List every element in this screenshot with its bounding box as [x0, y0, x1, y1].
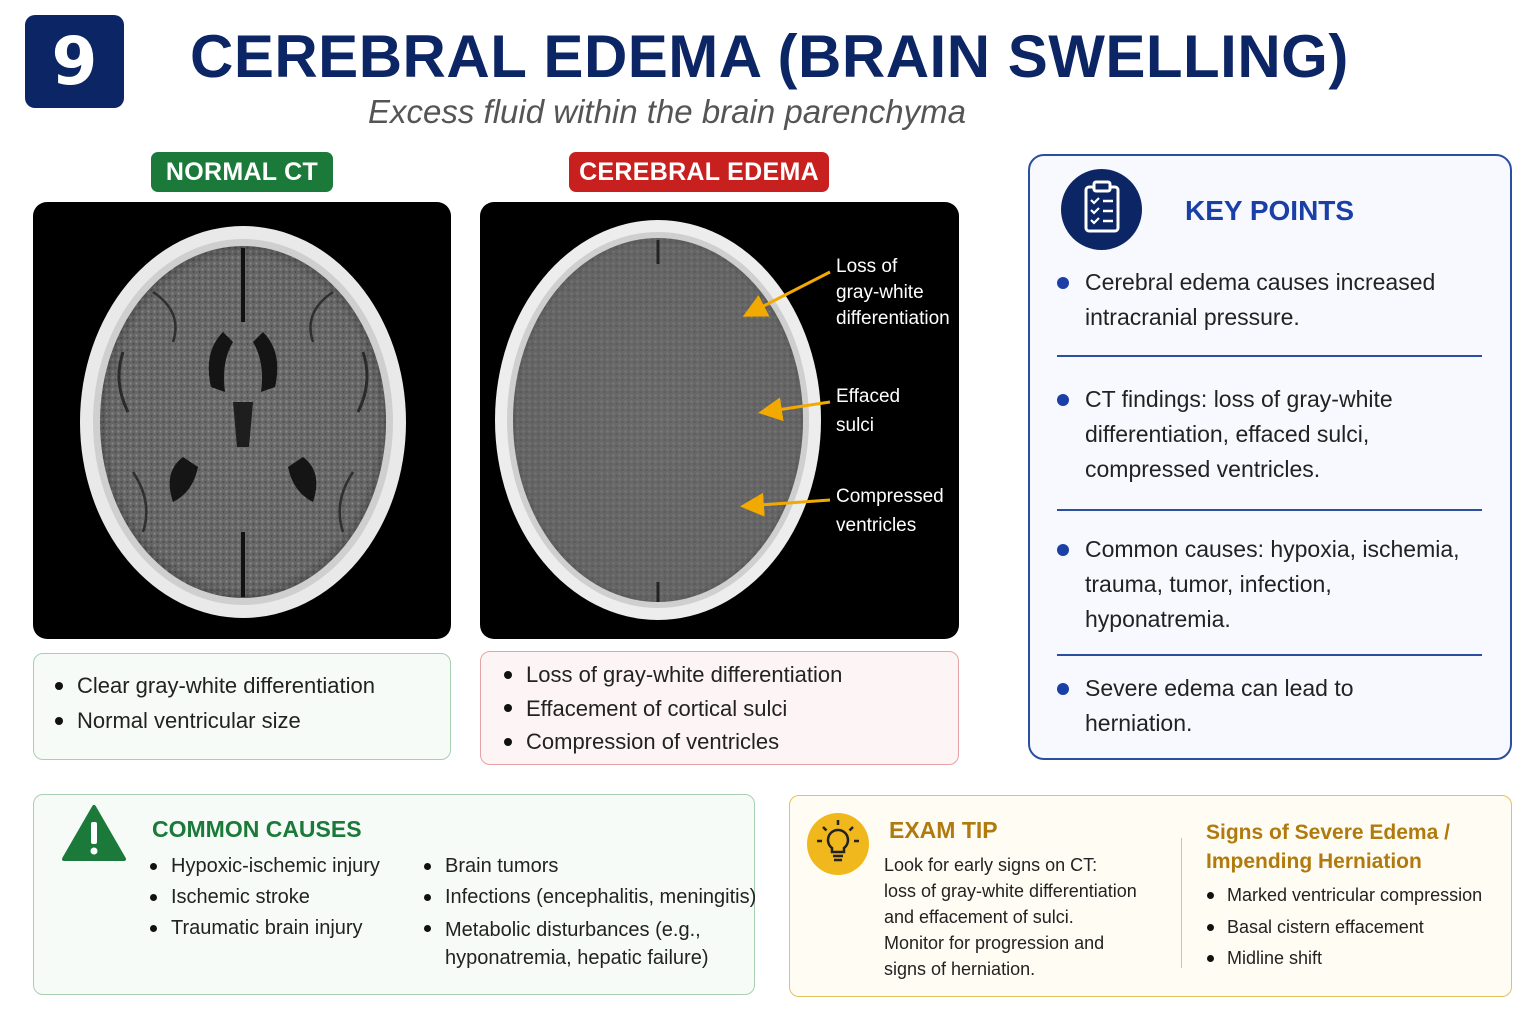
normal-findings-box: [33, 653, 451, 760]
list-item: Clear gray-white differentiation: [55, 668, 375, 703]
list-item: Hypoxic-ischemic injury: [150, 851, 380, 882]
key-points-panel: [1028, 154, 1512, 760]
cerebral-edema-label: CEREBRAL EDEMA: [569, 152, 829, 192]
annotation-effaced-sulci: Effaced sulci: [836, 386, 901, 436]
key-point-4: Severe edema can lead to herniation.: [1085, 675, 1354, 736]
edema-ct-scan-image: Loss of gray-white differentiation Effac…: [480, 202, 959, 639]
list-item: Loss of gray-white differentiation: [504, 658, 842, 692]
list-item: Brain tumors: [424, 851, 756, 882]
lightbulb-icon: [807, 813, 869, 875]
page-title: CEREBRAL EDEMA (BRAIN SWELLING): [190, 23, 1349, 90]
bullet-dot-icon: [1057, 277, 1069, 289]
list-item: Midline shift: [1207, 943, 1482, 975]
exam-tip-title: EXAM TIP: [889, 817, 998, 843]
list-item: Traumatic brain injury: [150, 913, 380, 944]
severe-edema-title: Signs of Severe Edema / Impending Hernia…: [1206, 821, 1450, 873]
list-item: Infections (encephalitis, meningitis): [424, 882, 756, 913]
normal-findings-list: Clear gray-white differentiation Normal …: [55, 668, 375, 738]
list-item: Compression of ventricles: [504, 725, 842, 759]
edema-findings-box: [480, 651, 959, 765]
causes-list-left: Hypoxic-ischemic injury Ischemic stroke …: [150, 851, 380, 944]
exam-tip-divider: [1181, 838, 1182, 968]
key-points-divider: [1057, 355, 1482, 357]
key-point-2: CT findings: loss of gray-white differen…: [1085, 386, 1393, 482]
bullet-dot-icon: [1057, 394, 1069, 406]
annotation-gray-white-loss: Loss of gray-white differentiation: [836, 256, 950, 329]
edema-brain-ct-illustration: [495, 220, 831, 620]
key-points-title: KEY POINTS: [1185, 195, 1355, 226]
exam-tip-text: Look for early signs on CT: loss of gray…: [884, 855, 1137, 979]
common-causes-title: COMMON CAUSES: [152, 816, 362, 842]
key-point-1: Cerebral edema causes increased intracra…: [1085, 269, 1436, 330]
exam-tip-panel: [789, 795, 1512, 997]
bullet-dot-icon: [1057, 544, 1069, 556]
list-item: Normal ventricular size: [55, 703, 375, 738]
severe-signs-list: Marked ventricular compression Basal cis…: [1207, 880, 1482, 975]
key-points-divider: [1057, 654, 1482, 656]
annotation-compressed-ventricles: Compressed ventricles: [836, 486, 944, 536]
warning-triangle-icon: [61, 804, 127, 867]
causes-list-right: Brain tumors Infections (encephalitis, m…: [424, 851, 756, 972]
clipboard-checklist-icon: [1061, 169, 1142, 250]
page-subtitle: Excess fluid within the brain parenchyma: [368, 93, 966, 130]
list-item: Ischemic stroke: [150, 882, 380, 913]
key-point-3: Common causes: hypoxia, ischemia, trauma…: [1085, 536, 1460, 632]
list-item: Basal cistern effacement: [1207, 912, 1482, 944]
normal-ct-label: NORMAL CT: [151, 152, 333, 192]
key-points-divider: [1057, 509, 1482, 511]
list-item: Effacement of cortical sulci: [504, 692, 842, 726]
edema-findings-list: Loss of gray-white differentiation Effac…: [504, 658, 842, 759]
list-item: Marked ventricular compression: [1207, 880, 1482, 912]
list-item: Metabolic disturbances (e.g., hyponatrem…: [424, 913, 756, 972]
section-number-badge: 9: [25, 15, 124, 108]
normal-brain-ct-illustration: [80, 226, 406, 618]
normal-ct-scan-image: [33, 202, 451, 639]
bullet-dot-icon: [1057, 683, 1069, 695]
